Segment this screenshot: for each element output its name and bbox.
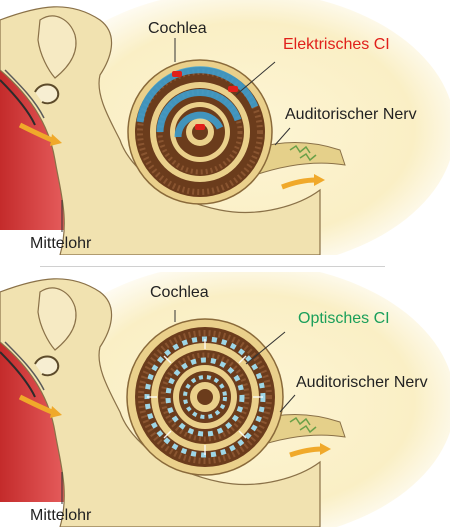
panel-divider [40, 266, 385, 267]
implant-label: Elektrisches CI [283, 36, 390, 54]
middle-ear-label: Mittelohr [30, 507, 91, 525]
optical-ci-diagram: Cochlea Optisches CI Auditorischer Nerv … [0, 272, 450, 527]
electrical-ci-diagram: Cochlea Elektrisches CI Auditorischer Ne… [0, 0, 450, 255]
nerve-label: Auditorischer Nerv [285, 106, 417, 124]
implant-label: Optisches CI [298, 310, 390, 328]
nerve-label: Auditorischer Nerv [296, 374, 428, 392]
cochlea-label: Cochlea [148, 20, 207, 38]
middle-ear-label: Mittelohr [30, 235, 91, 253]
cochlea [127, 319, 283, 475]
electrode-contact [172, 71, 182, 77]
cochlea [128, 60, 272, 204]
electrode-contact [195, 124, 205, 130]
electrode-contact [228, 86, 238, 92]
cochlea-label: Cochlea [150, 284, 209, 302]
